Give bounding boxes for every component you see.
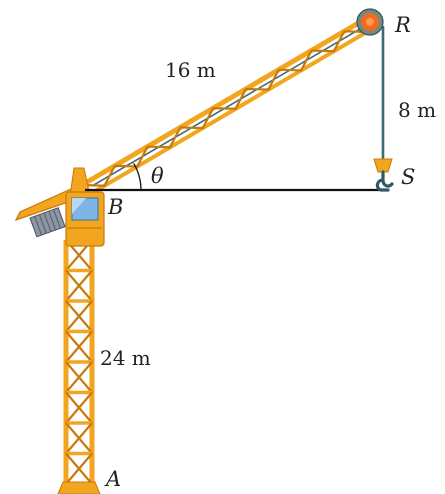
jib-brace bbox=[311, 30, 346, 53]
pulley-hub bbox=[366, 18, 374, 26]
jib-trolley-rope bbox=[93, 22, 372, 186]
jib-brace bbox=[278, 49, 313, 72]
tower-brace bbox=[65, 330, 93, 363]
jib-brace bbox=[180, 107, 215, 130]
point-label-b: B bbox=[107, 195, 123, 219]
pulley-wheel bbox=[356, 8, 384, 36]
crane-jib bbox=[80, 12, 380, 198]
jib-brace bbox=[81, 165, 116, 187]
length-label-jib: 16 m bbox=[165, 58, 216, 82]
operator-cab bbox=[65, 167, 105, 247]
point-label-s: S bbox=[401, 165, 415, 189]
hook-block bbox=[373, 158, 393, 173]
tower-brace bbox=[65, 422, 93, 455]
angle-label-theta: θ bbox=[151, 164, 164, 188]
angle-theta-arc bbox=[133, 162, 142, 191]
counterweight-rib bbox=[34, 216, 43, 236]
tower-base bbox=[57, 481, 101, 494]
jib-brace bbox=[213, 88, 247, 110]
cab-window-glare bbox=[72, 198, 86, 214]
tower-brace bbox=[65, 269, 93, 302]
jib-brace bbox=[147, 126, 182, 149]
crane-tower bbox=[57, 238, 101, 494]
jib-chord-top bbox=[80, 12, 374, 188]
crane-hook bbox=[373, 158, 394, 192]
hook-tip bbox=[375, 178, 390, 192]
counterweight-rib bbox=[48, 210, 57, 231]
tower-brace bbox=[65, 300, 93, 333]
tower-brace bbox=[65, 452, 93, 485]
jib-brace bbox=[245, 69, 280, 91]
hook-curve bbox=[381, 170, 394, 188]
point-label-r: R bbox=[394, 13, 411, 37]
counterweight-rib bbox=[43, 212, 52, 232]
counterweight-rib bbox=[52, 209, 61, 229]
tower-brace bbox=[65, 391, 93, 424]
length-label-cable: 8 m bbox=[398, 98, 436, 122]
jib-brace bbox=[114, 146, 149, 168]
point-label-a: A bbox=[104, 467, 121, 491]
tower-brace bbox=[65, 361, 93, 394]
counterweight-rib bbox=[38, 214, 47, 234]
length-label-tower: 24 m bbox=[100, 346, 151, 370]
